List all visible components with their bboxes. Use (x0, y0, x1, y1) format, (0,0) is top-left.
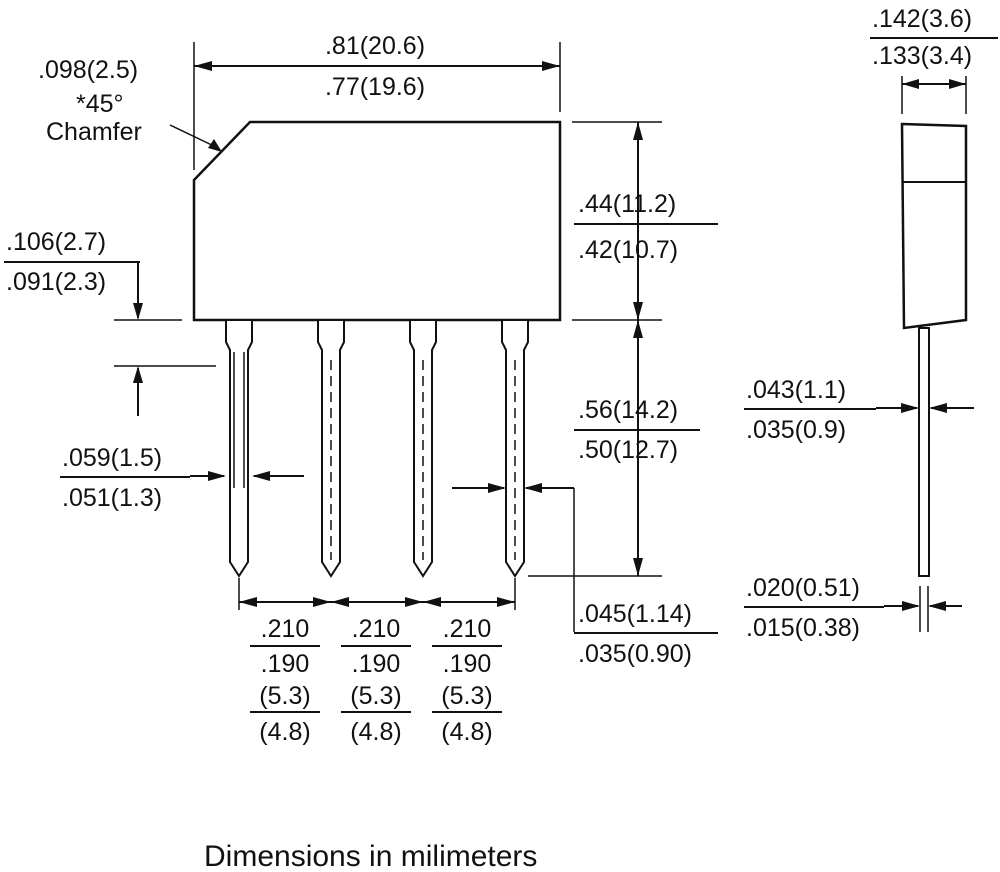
pitch-2-max-in: .210 (352, 615, 401, 643)
standoff-max: .106(2.7) (6, 228, 106, 256)
body-height-min: .42(10.7) (578, 236, 678, 264)
pitch-3-min-in: .190 (443, 650, 492, 678)
chamfer-angle: *45° (76, 90, 124, 118)
body-height-dimension (572, 121, 662, 321)
pitch-3-max-mm: (5.3) (441, 682, 492, 710)
pitch-2-labels: .210 .190 (5.3) (4.8) (341, 615, 411, 746)
chamfer-size: .098(2.5) (38, 56, 138, 84)
package-body-front (192, 120, 562, 322)
body-height-max: .44(11.2) (578, 190, 676, 218)
body-thickness-max: .142(3.6) (872, 5, 972, 33)
lead-tip-max: .020(0.51) (746, 574, 860, 602)
lead-width-narrow-max: .045(1.14) (578, 600, 692, 628)
body-width-max: .81(20.6) (325, 32, 425, 60)
lead-side (918, 327, 930, 577)
pitch-2-min-mm: (4.8) (350, 718, 401, 746)
lead-width-wide-dimension (190, 471, 304, 481)
pitch-dimension (238, 578, 516, 610)
pin-1 (225, 319, 253, 578)
lead-width-narrow-dimension (452, 483, 575, 632)
pin-2 (317, 319, 345, 578)
chamfer-arrowhead (208, 139, 222, 152)
standoff-dimension (114, 262, 216, 416)
lead-tip-min: .015(0.38) (746, 614, 860, 642)
body-width-min: .77(19.6) (325, 73, 425, 101)
chamfer-word: Chamfer (46, 118, 142, 146)
lead-thickness-side-dimension (876, 403, 974, 413)
body-thickness-min: .133(3.4) (872, 42, 972, 70)
pin-3 (409, 319, 437, 578)
pitch-3-labels: .210 .190 (5.3) (4.8) (432, 615, 502, 746)
lead-thickness-side-max: .043(1.1) (746, 376, 846, 404)
pitch-1-max-mm: (5.3) (259, 682, 310, 710)
pitch-2-max-mm: (5.3) (350, 682, 401, 710)
caption: Dimensions in milimeters (204, 840, 537, 872)
pitch-3-max-in: .210 (443, 615, 492, 643)
lead-width-wide-min: .051(1.3) (62, 484, 162, 512)
pitch-1-labels: .210 .190 (5.3) (4.8) (250, 615, 320, 746)
lead-thickness-side-min: .035(0.9) (746, 416, 846, 444)
pitch-2-min-in: .190 (352, 650, 401, 678)
lead-width-wide-max: .059(1.5) (62, 444, 162, 472)
lead-length-min: .50(12.7) (578, 436, 678, 464)
lead-tip-dimension (884, 586, 962, 632)
lead-length-dimension (528, 320, 662, 577)
package-body-side (900, 122, 968, 330)
lead-length-max: .56(14.2) (578, 396, 678, 424)
pitch-1-min-mm: (4.8) (259, 718, 310, 746)
lead-width-narrow-min: .035(0.90) (578, 640, 692, 668)
standoff-min: .091(2.3) (6, 268, 106, 296)
body-thickness-dimension (901, 76, 967, 114)
body-width-dimension (193, 42, 561, 170)
pitch-1-max-in: .210 (261, 615, 310, 643)
pitch-1-min-in: .190 (261, 650, 310, 678)
pin-4 (501, 319, 529, 578)
pitch-3-min-mm: (4.8) (441, 718, 492, 746)
